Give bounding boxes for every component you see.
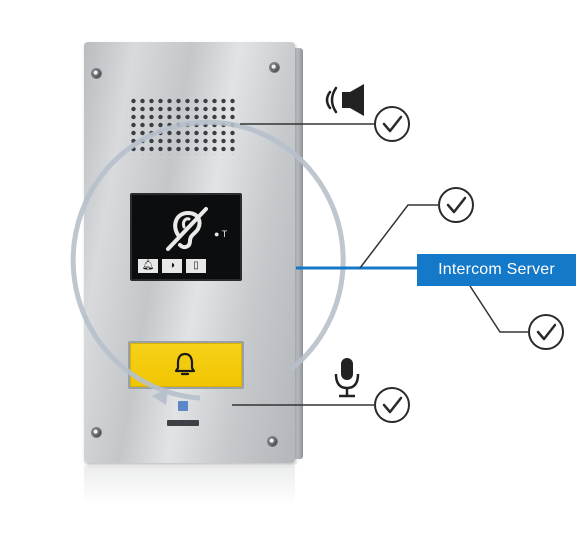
panel-reflection xyxy=(84,466,295,506)
check-icon xyxy=(374,387,410,423)
screw-top-left xyxy=(92,69,101,78)
loop-arrowhead xyxy=(152,388,168,405)
microphone-icon xyxy=(334,358,360,398)
check-icon xyxy=(528,314,564,350)
bell-icon xyxy=(174,352,196,376)
loop-arrow xyxy=(70,119,346,401)
induction-indicator-icon: ● T xyxy=(214,229,228,239)
microphone-opening xyxy=(178,401,188,411)
bell-icon: 🔔︎ xyxy=(138,259,158,273)
check-icon xyxy=(374,106,410,142)
check-icon xyxy=(438,187,474,223)
display-icon-row: 🔔︎ ◑ ▯ xyxy=(138,259,206,273)
talk-icon: ◑ xyxy=(162,259,182,273)
intercom-server-label: Intercom Server xyxy=(417,254,576,286)
door-icon: ▯ xyxy=(186,259,206,273)
screw-top-right xyxy=(270,63,279,72)
hearing-loop-icon xyxy=(166,207,208,251)
speaker-sound-icon xyxy=(325,84,364,116)
brand-plate xyxy=(167,420,199,426)
screw-bottom-right xyxy=(268,437,277,446)
screw-bottom-left xyxy=(92,428,101,437)
intercom-display: ● T 🔔︎ ◑ ▯ xyxy=(130,193,242,281)
